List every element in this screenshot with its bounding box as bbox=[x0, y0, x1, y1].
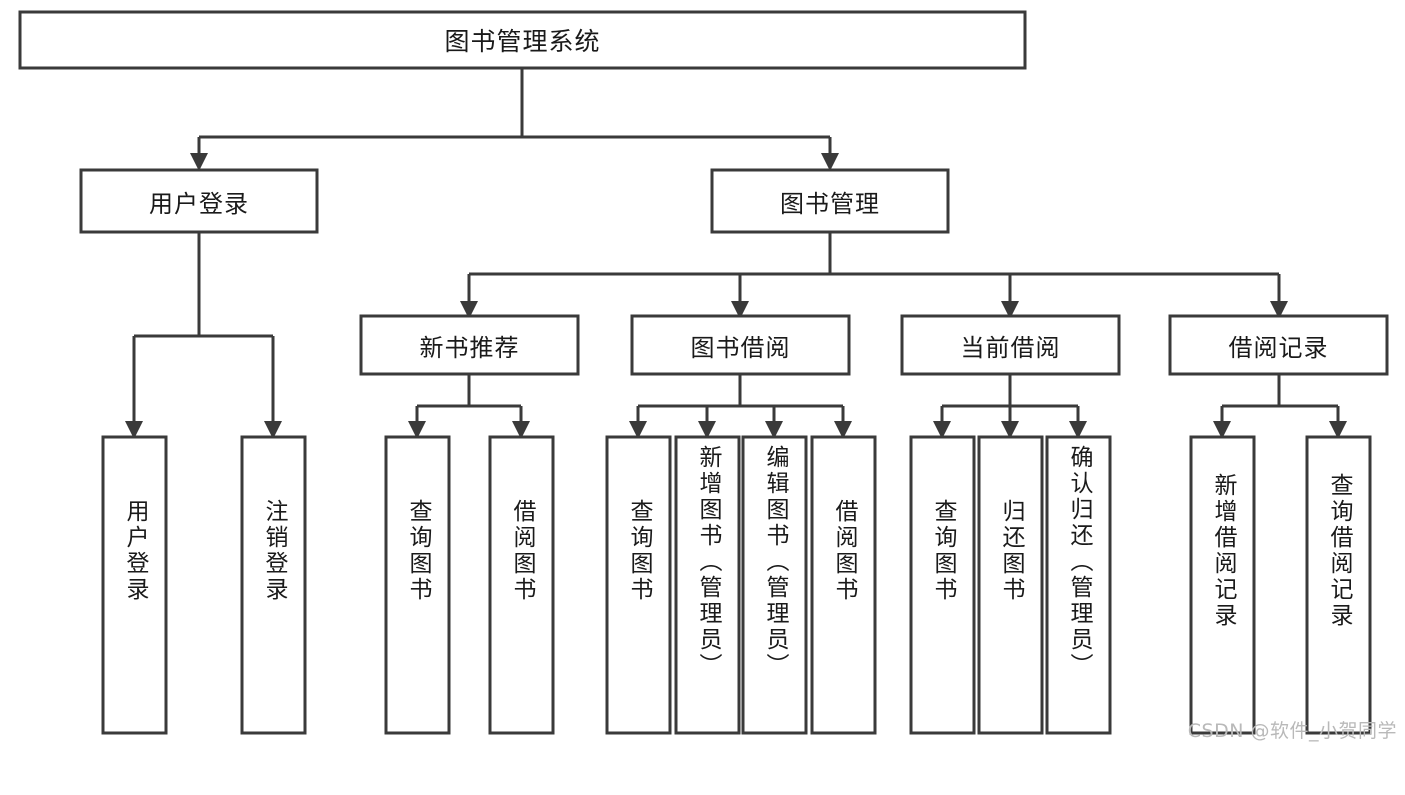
leaf-new-book-0[interactable] bbox=[384, 435, 451, 735]
node-new-book-recommend[interactable] bbox=[359, 314, 580, 376]
leaf-user-login-0[interactable] bbox=[101, 435, 168, 735]
leaf-book-borrow-3[interactable] bbox=[810, 435, 877, 735]
node-book-borrow[interactable] bbox=[630, 314, 851, 376]
leaf-book-borrow-1[interactable] bbox=[674, 435, 741, 735]
node-user-login[interactable] bbox=[79, 168, 319, 234]
node-book-management[interactable] bbox=[710, 168, 950, 234]
leaf-book-borrow-0[interactable] bbox=[605, 435, 672, 735]
connector-newbook-to-leaves bbox=[408, 374, 530, 439]
connector-bookmgmt-to-level3 bbox=[460, 232, 1288, 319]
node-borrow-record[interactable] bbox=[1168, 314, 1389, 376]
diagram-canvas: 图书管理系统 用户登录 图书管理 新书推荐 图书借阅 当前借阅 借阅记录 用户登… bbox=[18, 10, 1396, 742]
node-root[interactable] bbox=[18, 10, 1027, 70]
leaf-new-book-1[interactable] bbox=[488, 435, 555, 735]
connector-bookborrow-to-leaves bbox=[629, 374, 852, 439]
leaf-current-borrow-2[interactable] bbox=[1045, 435, 1112, 735]
connector-borrowrecord-to-leaves bbox=[1213, 374, 1347, 439]
connector-root-to-level2 bbox=[190, 68, 839, 171]
node-current-borrow[interactable] bbox=[900, 314, 1121, 376]
diagram-svg bbox=[18, 10, 1389, 735]
connector-userlogin-to-leaves bbox=[125, 232, 282, 439]
leaf-current-borrow-0[interactable] bbox=[909, 435, 976, 735]
connector-currentborrow-to-leaves bbox=[933, 374, 1087, 439]
leaf-borrow-record-0[interactable] bbox=[1189, 435, 1256, 735]
leaf-book-borrow-2[interactable] bbox=[741, 435, 808, 735]
leaf-current-borrow-1[interactable] bbox=[977, 435, 1044, 735]
leaf-borrow-record-1[interactable] bbox=[1305, 435, 1372, 735]
leaf-user-login-1[interactable] bbox=[240, 435, 307, 735]
